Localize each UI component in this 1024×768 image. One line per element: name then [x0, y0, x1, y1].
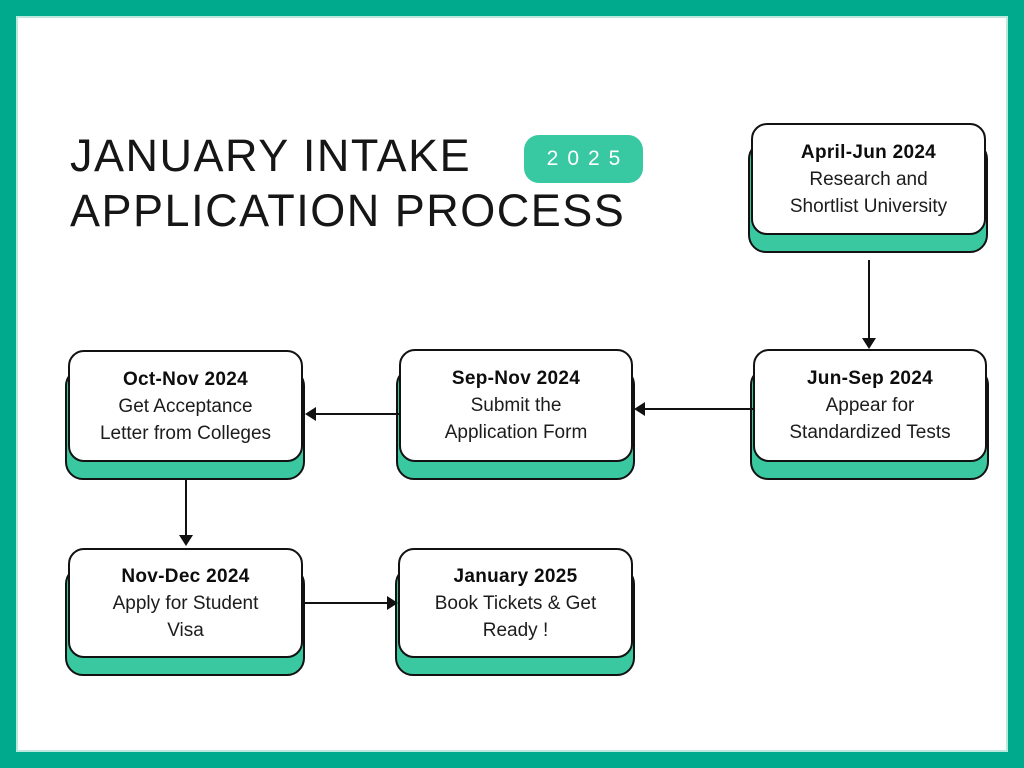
step-date: Sep-Nov 2024 [451, 368, 581, 389]
step-desc-line: Submit the [470, 395, 562, 416]
step-desc-line: Application Form [444, 422, 588, 443]
step-card: April-Jun 2024 Research and Shortlist Un… [751, 123, 986, 235]
step-student-visa: Nov-Dec 2024 Apply for Student Visa [65, 548, 305, 676]
arrow-research-to-tests-line [868, 260, 870, 339]
poster-canvas: JANUARY INTAKE APPLICATION PROCESS 2025 … [16, 16, 1008, 752]
step-book-tickets: January 2025 Book Tickets & Get Ready ! [395, 548, 635, 676]
step-card: Sep-Nov 2024 Submit the Application Form [399, 349, 633, 462]
arrow-submit-to-acceptance-head [305, 407, 316, 421]
arrow-acceptance-to-visa-head [179, 535, 193, 546]
step-desc-line: Appear for [825, 395, 915, 416]
step-desc-line: Ready ! [482, 619, 549, 641]
step-desc-line: Visa [167, 619, 204, 641]
arrow-visa-to-tickets-line [303, 602, 387, 604]
step-desc-line: Letter from Colleges [99, 422, 272, 444]
step-card: Oct-Nov 2024 Get Acceptance Letter from … [68, 350, 303, 462]
step-card: January 2025 Book Tickets & Get Ready ! [398, 548, 633, 658]
step-standardized-tests: Jun-Sep 2024 Appear for Standardized Tes… [750, 349, 989, 480]
step-desc-line: Research and [809, 168, 928, 190]
step-desc-line: Apply for Student [112, 592, 259, 614]
step-card: Jun-Sep 2024 Appear for Standardized Tes… [753, 349, 987, 462]
step-desc-line: Shortlist University [789, 195, 948, 217]
year-badge: 2025 [524, 135, 643, 183]
arrow-visa-to-tickets-head [387, 596, 398, 610]
step-date: January 2025 [453, 565, 578, 587]
step-date: Nov-Dec 2024 [121, 565, 250, 587]
step-date: Jun-Sep 2024 [806, 368, 934, 389]
step-date: April-Jun 2024 [800, 141, 937, 163]
step-desc-line: Standardized Tests [789, 422, 951, 443]
page-title-line1: JANUARY INTAKE [70, 130, 472, 181]
step-card: Nov-Dec 2024 Apply for Student Visa [68, 548, 303, 658]
step-research-shortlist: April-Jun 2024 Research and Shortlist Un… [748, 123, 988, 253]
step-desc-line: Book Tickets & Get [434, 592, 597, 614]
step-desc-line: Get Acceptance [118, 395, 253, 417]
arrow-research-to-tests-head [862, 338, 876, 349]
arrow-submit-to-acceptance-line [316, 413, 400, 415]
arrow-tests-to-submit-head [634, 402, 645, 416]
page-title-line2: APPLICATION PROCESS [70, 185, 626, 236]
step-date: Oct-Nov 2024 [122, 368, 249, 390]
step-submit-application: Sep-Nov 2024 Submit the Application Form [396, 349, 635, 480]
page-title: JANUARY INTAKE APPLICATION PROCESS [70, 128, 625, 238]
arrow-tests-to-submit-line [645, 408, 753, 410]
arrow-acceptance-to-visa-line [185, 478, 187, 536]
step-acceptance-letter: Oct-Nov 2024 Get Acceptance Letter from … [65, 350, 305, 480]
